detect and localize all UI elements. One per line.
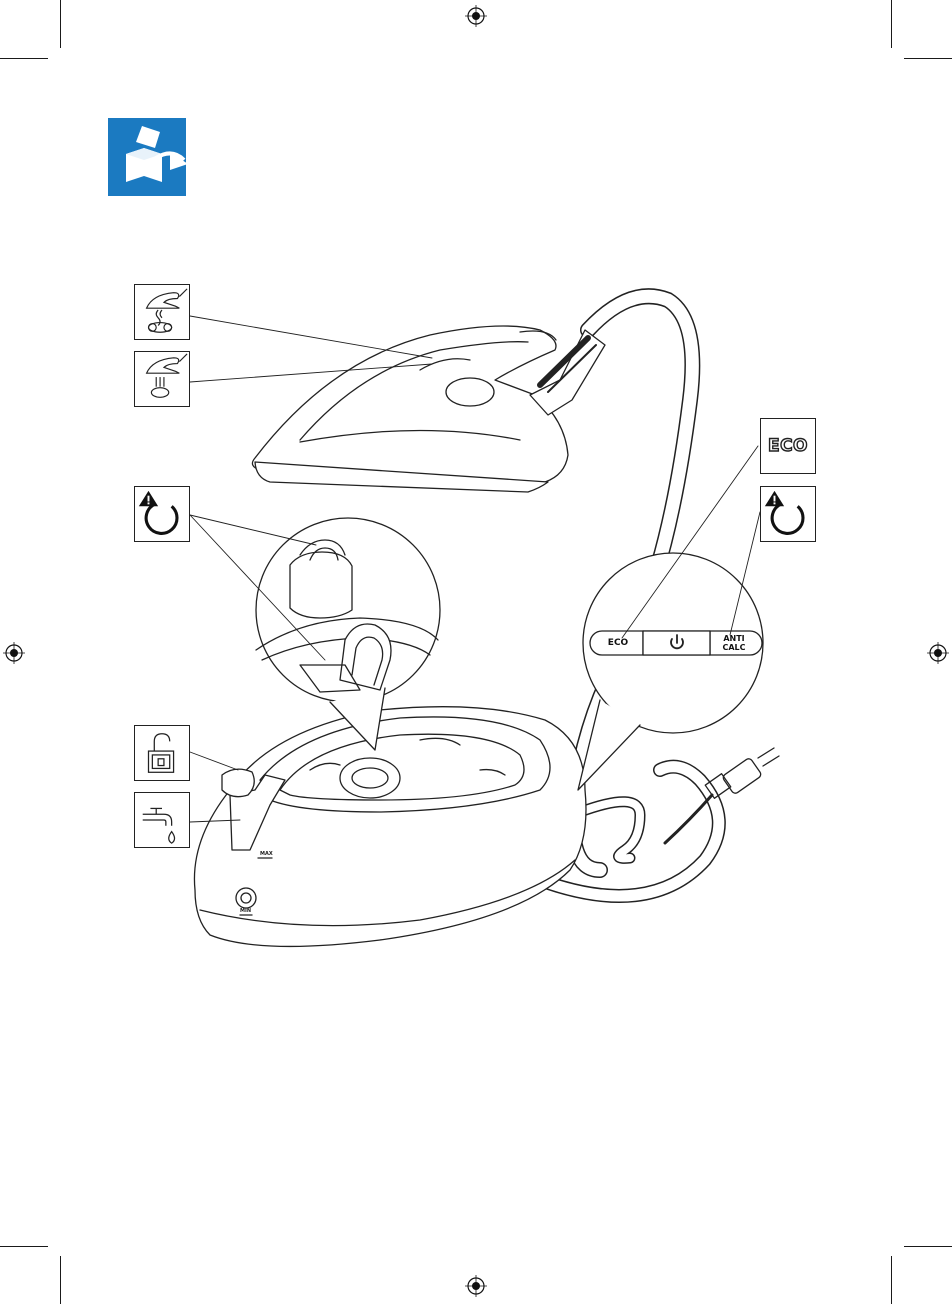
control-panel-detail: [578, 553, 763, 790]
base-station: [194, 707, 586, 947]
warning-reset-icon: [134, 486, 190, 542]
tank-max-mark: MAX: [260, 851, 273, 857]
eco-button-label: ECO: [598, 639, 638, 648]
tank-min-mark: MIN: [240, 908, 251, 914]
eco-icon-text: ECO: [761, 419, 815, 473]
unlock-icon: [134, 725, 190, 781]
steam-trigger-icon: [134, 351, 190, 407]
anticalc-button-label: ANTI CALC: [712, 634, 756, 652]
tap-water-icon: [134, 792, 190, 848]
eco-icon: ECO: [760, 418, 816, 474]
steam-boost-icon: [134, 284, 190, 340]
warning-reset-icon: [760, 486, 816, 542]
steam-iron: [252, 326, 605, 492]
